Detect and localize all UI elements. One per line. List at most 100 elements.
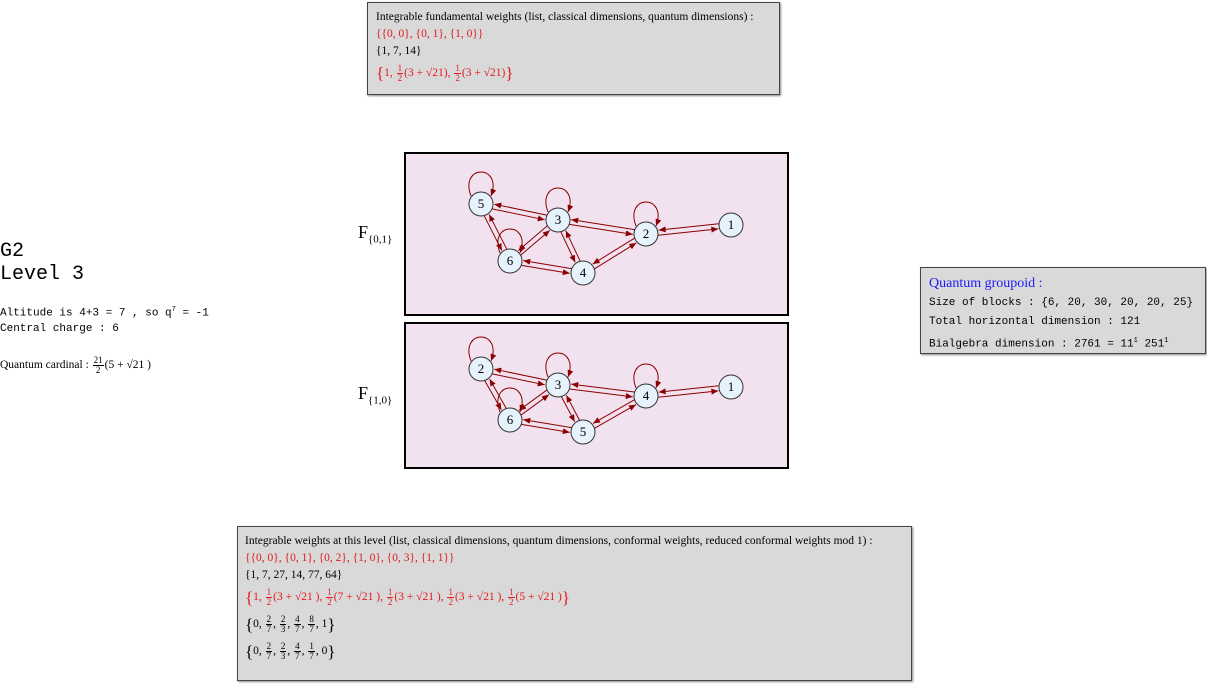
self-loop-edge <box>468 336 497 362</box>
graph-node-label: 1 <box>728 217 735 232</box>
fusion-edge <box>521 423 570 435</box>
fusion-edge <box>492 373 545 387</box>
fusion-edge <box>489 378 507 409</box>
graph-label-f01: F{0,1} <box>358 222 393 246</box>
level-label: Level 3 <box>0 263 85 286</box>
graph-node <box>497 248 523 274</box>
graph-node <box>545 207 571 233</box>
self-loop-edge <box>545 187 574 213</box>
fusion-edge <box>560 396 576 422</box>
groupoid-blocks: Size of blocks : {6, 20, 30, 20, 20, 25} <box>929 297 1194 309</box>
altitude-line: Altitude is 4+3 = 7 , so q7 = -1 <box>0 306 209 320</box>
fusion-edge <box>488 214 508 250</box>
graph-node-label: 6 <box>507 253 514 268</box>
fusion-edge <box>483 215 503 251</box>
graph-node-label: 5 <box>478 196 485 211</box>
fusion-edge <box>658 223 719 233</box>
qd-term: (3 + √21 ) <box>394 591 441 604</box>
graph-node <box>718 374 744 400</box>
graph-node <box>497 407 523 433</box>
graph-node <box>545 372 571 398</box>
graph-node-label: 3 <box>555 377 562 392</box>
fundamental-weights-title: Integrable fundamental weights (list, cl… <box>376 11 754 23</box>
graph-node-label: 3 <box>555 212 562 227</box>
fusion-edge <box>518 389 548 411</box>
group-name: G2 <box>0 240 25 263</box>
graph-node-label: 1 <box>728 379 735 394</box>
fusion-edge <box>560 231 576 263</box>
quantum-groupoid-panel: Quantum groupoid : Size of blocks : {6, … <box>920 267 1206 354</box>
fusion-edge <box>592 399 635 424</box>
graph-node <box>633 383 659 409</box>
fusion-edge <box>517 225 548 252</box>
fundamental-weights-panel: Integrable fundamental weights (list, cl… <box>367 2 780 95</box>
qd-term: (3 + √21 ) <box>454 591 502 604</box>
qd-term: (5 + √21 ) <box>515 591 562 604</box>
graph-node-label: 2 <box>643 226 650 241</box>
graph-node <box>633 221 659 247</box>
self-loop-edge <box>633 201 662 227</box>
groupoid-horizontal: Total horizontal dimension : 121 <box>929 316 1141 328</box>
groupoid-bialgebra: Bialgebra dimension : 2761 = 111 2511 <box>929 337 1169 351</box>
qd-term: (7 + √21 ) <box>333 591 381 604</box>
groupoid-title: Quantum groupoid : <box>929 276 1043 291</box>
graph-node-label: 6 <box>507 412 514 427</box>
fusion-edge <box>520 394 550 416</box>
fusion-edge <box>658 385 719 395</box>
fusion-edge <box>571 217 635 231</box>
fusion-edge <box>565 395 581 421</box>
central-charge: Central charge : 6 <box>0 323 119 335</box>
fusion-edge <box>494 367 547 381</box>
fusion-edge <box>484 380 502 411</box>
fusion-edge <box>569 388 633 399</box>
graph-node <box>570 260 596 286</box>
integrable-classical-dims: {1, 7, 27, 14, 77, 64} <box>245 569 343 581</box>
graph-node <box>718 212 744 238</box>
graph-node-label: 4 <box>580 265 587 280</box>
qd-term: (3 + √21 ) <box>273 591 320 604</box>
fusion-edge <box>494 202 547 216</box>
fusion-edge <box>592 237 635 265</box>
fundamental-classical-dims: {1, 7, 14} <box>376 45 422 57</box>
graph-node-label: 4 <box>643 388 650 403</box>
graph-node <box>570 419 596 445</box>
fusion-edge <box>521 264 570 276</box>
fusion-graph-f01: 5 3 2 1 6 4 <box>404 152 789 316</box>
fusion-edge <box>523 258 572 270</box>
fundamental-weights-list: {{0, 0}, {0, 1}, {1, 0}} <box>376 28 484 40</box>
fusion-edge <box>523 417 572 429</box>
graph-node <box>468 356 494 382</box>
fusion-edge <box>594 242 637 270</box>
fusion-graph-f01-svg: 5 3 2 1 6 4 <box>468 171 744 286</box>
fusion-edge <box>571 382 635 393</box>
fusion-edge <box>569 223 633 237</box>
fusion-edge <box>565 230 581 262</box>
fusion-edge <box>520 229 551 256</box>
graph-node <box>468 191 494 217</box>
fusion-edge <box>594 404 637 429</box>
integrable-weights-list: {{0, 0}, {0, 1}, {0, 2}, {1, 0}, {0, 3},… <box>245 552 455 564</box>
self-loop-edge <box>468 171 497 197</box>
fusion-edge <box>492 208 545 222</box>
self-loop-edge <box>633 363 662 389</box>
integrable-weights-panel: Integrable weights at this level (list, … <box>237 526 912 681</box>
graph-label-f10: F{1,0} <box>358 383 393 407</box>
